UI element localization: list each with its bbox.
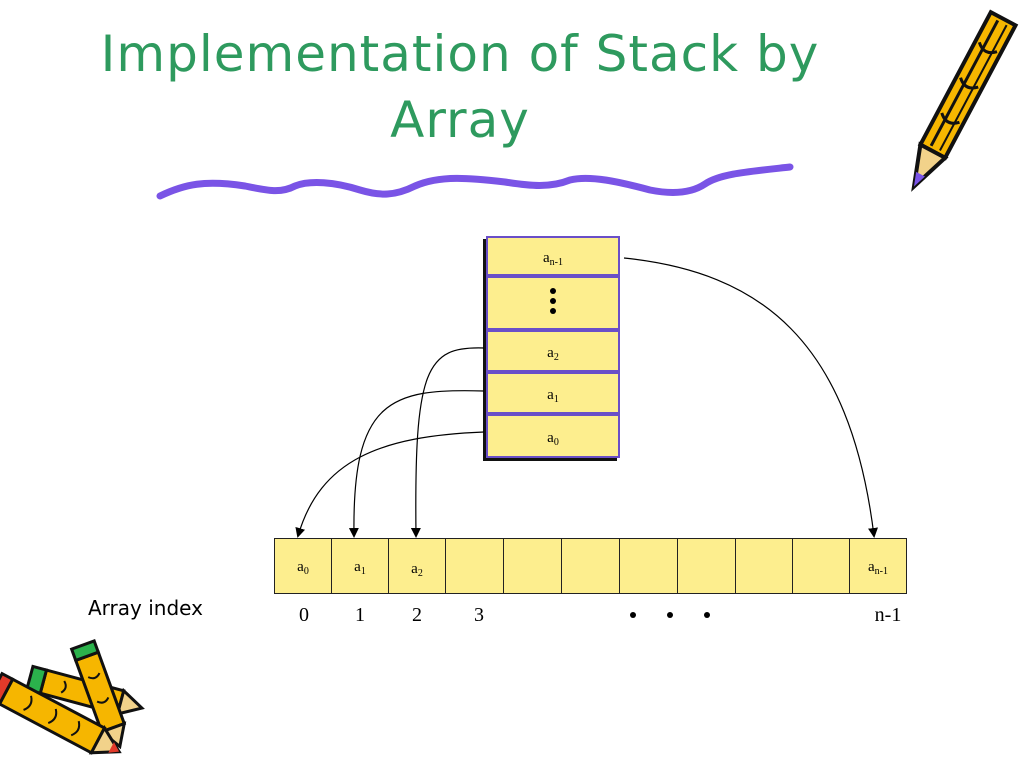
array-index-label: Array index: [88, 596, 203, 620]
array-cell-4: [503, 538, 562, 594]
slide-title-line-1: Implementation of Stack by: [100, 25, 820, 83]
index-ellipsis-dot: [704, 612, 710, 618]
stack-cell-a1: a1: [486, 372, 620, 414]
stack-cell-a0: a0: [486, 414, 620, 458]
stack-cell-label: a0: [547, 430, 559, 448]
index-ellipsis-dot: [667, 612, 673, 618]
arrow-a2: [410, 347, 485, 538]
array-cell-label: a0: [297, 559, 309, 577]
array-cell-label: a2: [411, 561, 423, 579]
index-2: 2: [412, 604, 422, 626]
stack-cell-top: an-1: [486, 236, 620, 276]
arrow-an-1: [623, 257, 878, 538]
arrow-a1: [348, 390, 485, 538]
array-cell-last: an-1: [849, 538, 907, 594]
squiggle-path: [156, 163, 794, 200]
stack-cell-label: a1: [547, 387, 559, 405]
array-cell-8: [735, 538, 793, 594]
array-cell-9: [792, 538, 850, 594]
array-cell-label: an-1: [867, 559, 888, 577]
stack-cell-a2: a2: [486, 330, 620, 372]
ellipsis-dot: [550, 298, 556, 304]
index-3: 3: [474, 604, 484, 626]
stack-cell-label: an-1: [542, 250, 563, 268]
index-1: 1: [355, 604, 365, 626]
array-cell-1: a1: [331, 538, 389, 594]
index-ellipsis-dot: [630, 612, 636, 618]
slide-title-line-2: Array: [390, 91, 530, 149]
ellipsis-dot: [550, 288, 556, 294]
array-cell-6: [619, 538, 678, 594]
ellipsis-dot: [550, 308, 556, 314]
array-cell-3: [445, 538, 504, 594]
array-cell-label: a1: [354, 559, 366, 577]
array-cell-0: a0: [274, 538, 332, 594]
index-0: 0: [299, 604, 309, 626]
index-last: n-1: [874, 604, 902, 626]
array-cell-2: a2: [388, 538, 446, 594]
array-cell-7: [677, 538, 736, 594]
stack-cell-label: a2: [547, 345, 559, 363]
stack-cell-ellipsis: [486, 276, 620, 330]
arrow-a0: [295, 431, 485, 538]
array-cell-5: [561, 538, 620, 594]
